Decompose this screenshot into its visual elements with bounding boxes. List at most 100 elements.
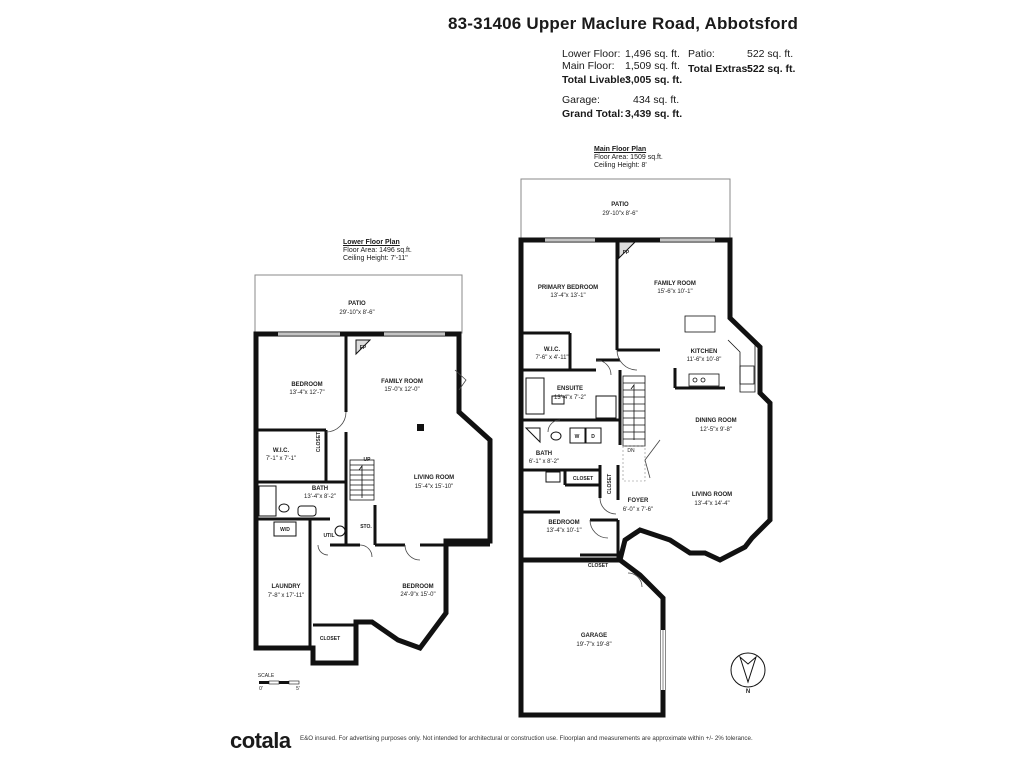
main-floor-plan: PATIO 29'-10"x 8'-6" PRIMARY BEDROOM 13'… bbox=[518, 178, 773, 718]
primary-bedroom-label: PRIMARY BEDROOM bbox=[538, 285, 598, 291]
ensuite-sink-icon bbox=[551, 395, 565, 405]
scale-tick-5: 5' bbox=[296, 686, 300, 692]
lower-laundry-label: LAUNDRY bbox=[271, 584, 300, 590]
kitchen-label: KITCHEN bbox=[691, 349, 718, 355]
foyer-dim: 6'-0" x 7'-6" bbox=[623, 507, 653, 513]
main-closet3-label: CLOSET bbox=[588, 563, 608, 569]
scale-bar: SCALE 0' 5' bbox=[258, 673, 300, 692]
ensuite-shower-icon bbox=[595, 395, 617, 419]
lower-bath-label: BATH bbox=[312, 486, 328, 492]
lower-floor-label: Lower Floor: bbox=[562, 48, 621, 60]
total-livable-label: Total Livable: bbox=[562, 74, 629, 86]
dining-label: DINING ROOM bbox=[695, 418, 736, 424]
total-livable-value: 3,005 sq. ft. bbox=[625, 74, 683, 86]
lower-bedroom2-label: BEDROOM bbox=[402, 584, 433, 590]
lower-wic-label: W.I.C. bbox=[273, 448, 290, 454]
lower-fp-label: FP bbox=[360, 345, 367, 351]
lower-living-label: LIVING ROOM bbox=[414, 475, 454, 481]
lower-fireplace-icon bbox=[355, 339, 372, 356]
lower-exterior-walls bbox=[253, 331, 493, 666]
ensuite-dim: 13'-4"x 7'-2" bbox=[554, 395, 586, 401]
main-family-dim: 15'-6"x 10'-1" bbox=[657, 289, 692, 295]
brand-logo: cotala bbox=[230, 728, 291, 753]
kitchen-counters bbox=[684, 315, 756, 393]
total-extras-value: 522 sq. ft. bbox=[747, 63, 796, 75]
patio-label: Patio: bbox=[688, 48, 715, 60]
main-wic-dim: 7'-6" x 4'-11" bbox=[535, 355, 568, 361]
lower-column bbox=[417, 424, 424, 431]
main-bedroom-dim: 13'-4"x 10'-1" bbox=[546, 528, 581, 534]
lower-washer-dryer bbox=[273, 521, 297, 537]
lower-util-label: UTIL bbox=[323, 533, 334, 539]
scale-tick-0: 0' bbox=[259, 686, 263, 692]
garage-value: 434 sq. ft. bbox=[633, 94, 680, 106]
bath-toilet-icon bbox=[550, 431, 562, 441]
dryer-box bbox=[585, 427, 602, 444]
main-closet1-label: CLOSET bbox=[573, 476, 593, 482]
main-patio-outline bbox=[520, 178, 731, 240]
lower-plan-heading: Lower Floor Plan bbox=[343, 239, 400, 246]
main-plan-caption: Main Floor Plan Floor Area: 1509 sq.ft. … bbox=[594, 146, 663, 170]
kitchen-dim: 11'-6"x 10'-8" bbox=[687, 357, 722, 363]
north-label: N bbox=[746, 689, 750, 695]
total-extras-label: Total Extras: bbox=[688, 63, 751, 75]
main-patio-label: PATIO bbox=[611, 202, 629, 208]
lower-bath-dim: 13'-4"x 8'-2" bbox=[304, 494, 336, 500]
main-bedroom-label: BEDROOM bbox=[548, 520, 579, 526]
main-floor-label: Main Floor: bbox=[562, 60, 615, 72]
main-wic-label: W.I.C. bbox=[544, 347, 561, 353]
primary-bedroom-dim: 13'-4"x 13'-1" bbox=[550, 293, 585, 299]
ensuite-bathtub-icon bbox=[525, 377, 545, 415]
lower-plan-caption: Lower Floor Plan Floor Area: 1496 sq.ft.… bbox=[343, 239, 412, 263]
property-address-title: 83-31406 Upper Maclure Road, Abbotsford bbox=[448, 14, 799, 33]
lower-patio-label: PATIO bbox=[348, 301, 366, 307]
main-living-label: LIVING ROOM bbox=[692, 492, 732, 498]
lower-sink-icon bbox=[297, 505, 317, 517]
main-fireplace-icon bbox=[618, 241, 637, 260]
garage-label: GARAGE bbox=[581, 633, 607, 639]
lower-up-label: UP bbox=[364, 457, 372, 463]
patio-value: 522 sq. ft. bbox=[747, 48, 794, 60]
lower-bathtub-icon bbox=[258, 485, 277, 517]
garage-label: Garage: bbox=[562, 94, 600, 106]
main-family-label: FAMILY ROOM bbox=[654, 281, 696, 287]
main-bath-label: BATH bbox=[536, 451, 552, 457]
main-exterior-walls bbox=[518, 237, 773, 563]
lower-family-label: FAMILY ROOM bbox=[381, 379, 423, 385]
main-plan-heading: Main Floor Plan bbox=[594, 146, 647, 153]
dining-dim: 12'-5"x 9'-8" bbox=[700, 427, 732, 433]
lower-laundry-dim: 7'-8" x 17'-11" bbox=[268, 593, 304, 599]
lower-bedroom1-dim: 13'-4"x 12'-7" bbox=[289, 390, 324, 396]
lower-stairs-icon bbox=[349, 459, 375, 501]
main-bath-dim: 6'-1" x 8'-2" bbox=[529, 459, 559, 465]
dryer-label: D bbox=[591, 434, 595, 440]
garage-dim: 19'-7"x 19'-8" bbox=[576, 642, 611, 648]
main-plan-area: Floor Area: 1509 sq.ft. bbox=[594, 154, 663, 161]
scale-label: SCALE bbox=[258, 673, 275, 679]
main-fp-label: FP bbox=[623, 250, 630, 256]
lower-bedroom2-dim: 24'-9"x 15'-0" bbox=[400, 592, 435, 598]
north-arrow-icon: N bbox=[730, 652, 766, 695]
main-floor-value: 1,509 sq. ft. bbox=[625, 60, 680, 72]
main-living-dim: 13'-4"x 14'-4" bbox=[694, 501, 729, 507]
lower-floor-plan: PATIO 29'-10"x 8'-6" BEDROOM 13'-4"x 12'… bbox=[253, 274, 493, 692]
bath-sink-icon bbox=[545, 471, 561, 483]
lower-floor-value: 1,496 sq. ft. bbox=[625, 48, 680, 60]
main-patio-dim: 29'-10"x 8'-6" bbox=[602, 211, 637, 217]
lower-plan-area: Floor Area: 1496 sq.ft. bbox=[343, 247, 412, 254]
stairs-dn-label: DN bbox=[627, 448, 635, 454]
grand-total-value: 3,439 sq. ft. bbox=[625, 108, 683, 120]
lower-closet1-label: CLOSET bbox=[316, 432, 322, 452]
foyer-label: FOYER bbox=[628, 498, 649, 504]
lower-family-dim: 15'-0"x 12'-0" bbox=[384, 387, 419, 393]
lower-wd-label: W/D bbox=[280, 527, 290, 533]
stove-icon bbox=[739, 365, 755, 385]
main-closet2-label: CLOSET bbox=[607, 474, 613, 494]
lower-patio-dim: 29'-10"x 8'-6" bbox=[339, 310, 374, 316]
ensuite-label: ENSUITE bbox=[557, 386, 583, 392]
washer-box bbox=[569, 427, 586, 444]
disclaimer-text: E&O insured. For advertising purposes on… bbox=[300, 735, 753, 742]
washer-label: W bbox=[575, 434, 580, 440]
lower-wic-dim: 7'-1" x 7'-1" bbox=[266, 456, 296, 462]
main-stairs-icon bbox=[622, 375, 646, 447]
